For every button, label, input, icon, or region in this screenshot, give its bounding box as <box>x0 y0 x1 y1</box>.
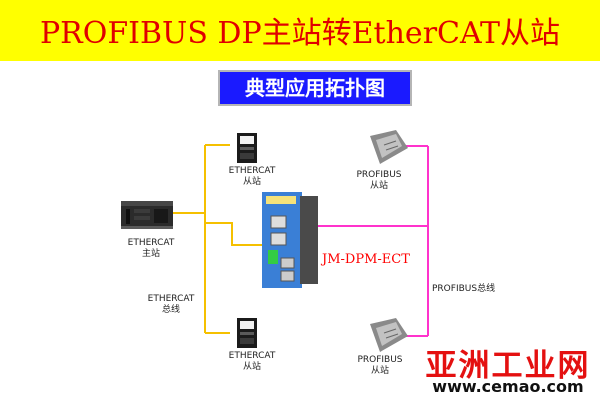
bus-gateway-link <box>205 222 262 246</box>
master-label: ETHERCAT 主站 <box>127 238 175 259</box>
diagram-subtitle: 典型应用拓扑图 <box>218 70 412 106</box>
ethercat-slave-bottom-icon <box>237 318 257 348</box>
gateway-device-icon <box>262 192 318 288</box>
ethercat-slave-bottom-label: ETHERCAT 从站 <box>228 351 276 372</box>
profibus-slave-bottom-icon <box>370 318 408 352</box>
watermark-url: www.cemao.com <box>432 377 584 396</box>
plc-master-icon <box>121 201 173 229</box>
ethercat-bus-label: ETHERCAT 总线 <box>147 294 195 315</box>
ethercat-slave-top-icon <box>237 133 257 163</box>
profibus-bus-label: PROFIBUS总线 <box>432 284 496 294</box>
device-model-label: JM-DPM-ECT <box>322 252 410 267</box>
watermark-main-text: 亚洲工业网 <box>425 348 591 384</box>
ethercat-bus-lines <box>172 144 262 334</box>
watermark-logo: 亚洲工业网 www.cemao.com <box>418 340 598 398</box>
profibus-slave-bottom-label: PROFIBUS 从站 <box>357 355 403 376</box>
page-title: PROFIBUS DP主站转EtherCAT从站 <box>39 16 561 51</box>
profibus-bus-lines <box>318 145 429 337</box>
profibus-slave-top-label: PROFIBUS 从站 <box>356 170 402 191</box>
ethercat-slave-top-label: ETHERCAT 从站 <box>228 166 276 187</box>
title-banner: PROFIBUS DP主站转EtherCAT从站 <box>0 0 600 61</box>
profibus-slave-top-icon <box>370 130 408 164</box>
